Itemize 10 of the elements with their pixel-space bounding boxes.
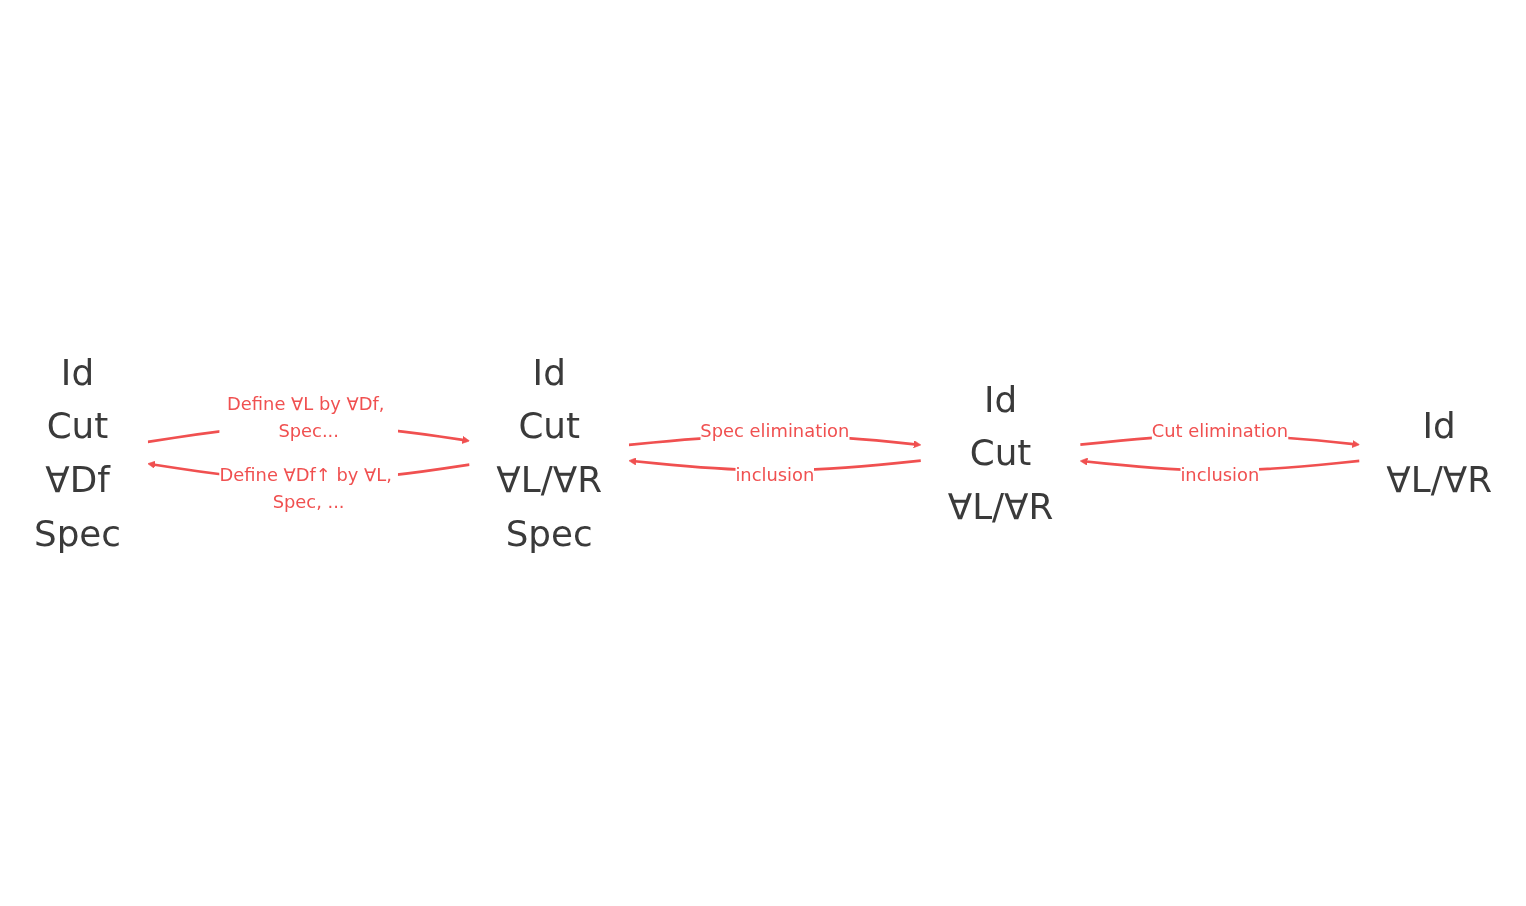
node-text: Id Cut ∀Df Spec: [33, 352, 121, 554]
node-text: Id ∀L/∀R: [1386, 405, 1493, 501]
edge-label: Define ∀L by ∀Df, Spec...: [227, 393, 385, 442]
edge-label: Define ∀Df↑ by ∀L, Spec, ...: [219, 464, 392, 513]
edge-label: inclusion: [1180, 464, 1260, 487]
edge-label: inclusion: [735, 464, 815, 487]
edge-label: Cut elimination: [1151, 419, 1289, 442]
node-text: Id Cut ∀L/∀R Spec: [496, 352, 603, 554]
edge-label: Spec elimination: [700, 419, 850, 442]
node-text: Id Cut ∀L/∀R: [947, 378, 1054, 528]
